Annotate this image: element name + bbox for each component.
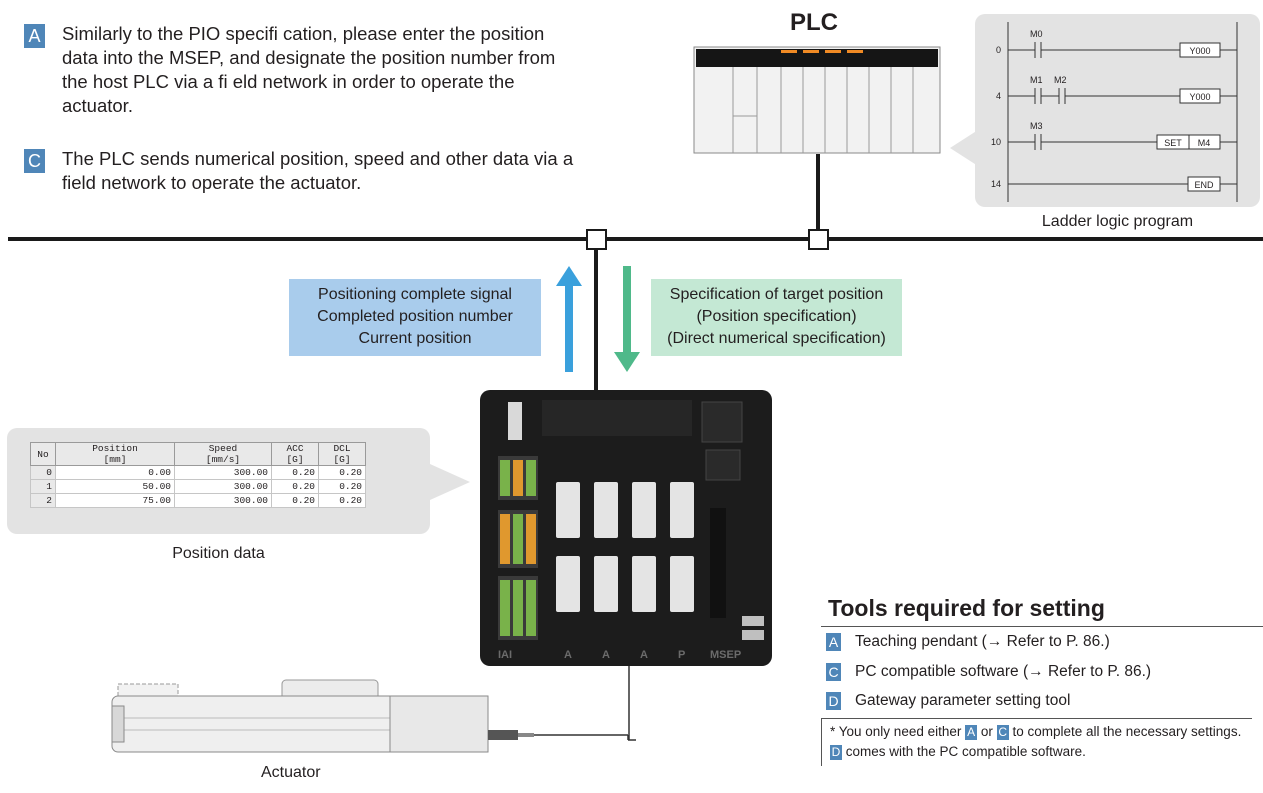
controller-illustration: IAI A A A P MSEP — [480, 390, 772, 666]
command-signal-2: (Position specification) — [696, 308, 857, 325]
tool-item-gateway-tool: D Gateway parameter setting tool — [826, 692, 1070, 710]
table-row: 1 50.00 300.00 0.20 0.20 — [30, 479, 366, 494]
status-signal-2: Completed position number — [317, 308, 513, 325]
ladder-diagram: 0 M0 Y000 4 M1 M2 Y000 10 M3 SET M4 14 E… — [991, 22, 1238, 202]
tool-item-label: PC compatible software (→ Refer to P. 86… — [855, 663, 1152, 680]
down-arrow-icon — [614, 266, 640, 372]
plc-illustration — [693, 46, 941, 154]
tools-title: Tools required for setting — [828, 595, 1105, 621]
controller-brand-logo: IAI — [498, 649, 512, 661]
col-position: Position[mm] — [55, 442, 175, 466]
col-no: No — [30, 442, 56, 466]
tool-item-pc-software: C PC compatible software (→ Refer to P. … — [826, 663, 1151, 681]
ladder-step-4: 4 — [996, 91, 1001, 101]
controller-slot-label-1: A — [564, 649, 572, 661]
up-arrow-icon — [556, 266, 582, 372]
position-data-caption: Position data — [172, 545, 265, 562]
footnote-badge-d: D — [830, 744, 842, 760]
ladder-operand-m4: M4 — [1198, 138, 1211, 148]
tool-badge-c: C — [826, 663, 841, 681]
ladder-instr-end: END — [1194, 180, 1214, 190]
controller-drop-line — [594, 240, 598, 390]
actuator-caption: Actuator — [261, 764, 321, 781]
tool-item-teaching-pendant: A Teaching pendant (→ Refer to P. 86.) — [826, 633, 1110, 651]
network-node-controller — [586, 229, 607, 250]
controller-slot-label-3: A — [640, 649, 648, 661]
ladder-coil-y000-2: Y000 — [1189, 92, 1210, 102]
tools-footnote: * You only need either A or C to complet… — [821, 718, 1252, 766]
network-node-plc — [808, 229, 829, 250]
note-c: C The PLC sends numerical position, spee… — [24, 147, 584, 195]
plc-drop-line — [816, 154, 820, 236]
ladder-contact-m0: M0 — [1030, 29, 1043, 39]
table-header-row: No Position[mm] Speed[mm/s] ACC[G] DCL[G… — [30, 442, 366, 466]
command-signals-box: Specification of target position (Positi… — [651, 279, 902, 356]
tool-badge-d: D — [826, 692, 841, 710]
tool-badge-a: A — [826, 633, 841, 651]
note-a: A Similarly to the PIO specifi cation, p… — [24, 22, 584, 118]
ladder-caption: Ladder logic program — [1041, 213, 1194, 230]
col-acc: ACC[G] — [271, 442, 319, 466]
controller-slot-label-2: A — [602, 649, 610, 661]
badge-a: A — [24, 24, 45, 48]
status-signal-1: Positioning complete signal — [318, 286, 512, 303]
ladder-contact-m2: M2 — [1054, 75, 1067, 85]
field-network-line — [8, 237, 1263, 241]
ladder-coil-y000: Y000 — [1189, 46, 1210, 56]
footnote-badge-c: C — [996, 724, 1009, 740]
command-signal-1: Specification of target position — [669, 286, 884, 303]
table-row: 2 75.00 300.00 0.20 0.20 — [30, 493, 366, 508]
ladder-step-14: 14 — [991, 179, 1001, 189]
status-signal-3: Current position — [358, 330, 472, 347]
col-dcl: DCL[G] — [318, 442, 366, 466]
ladder-instr-set: SET — [1164, 138, 1182, 148]
ladder-pointer — [950, 130, 978, 166]
ladder-contact-m3: M3 — [1030, 121, 1043, 131]
note-a-text: Similarly to the PIO specifi cation, ple… — [62, 23, 556, 116]
command-signal-3: (Direct numerical specification) — [667, 330, 886, 347]
col-speed: Speed[mm/s] — [174, 442, 272, 466]
status-signals-box: Positioning complete signal Completed po… — [289, 279, 541, 356]
controller-model-label: MSEP — [710, 649, 741, 661]
ladder-contact-m1: M1 — [1030, 75, 1043, 85]
badge-c: C — [24, 149, 45, 173]
table-row: 0 0.00 300.00 0.20 0.20 — [30, 465, 366, 480]
controller-slot-label-4: P — [678, 649, 685, 661]
footnote-badge-a: A — [965, 724, 978, 740]
actuator-illustration — [111, 666, 636, 753]
tool-item-label: Gateway parameter setting tool — [855, 692, 1071, 709]
position-data-pointer — [430, 464, 470, 500]
ladder-step-0: 0 — [996, 45, 1001, 55]
plc-title: PLC — [790, 9, 838, 36]
note-c-text: The PLC sends numerical position, speed … — [62, 148, 574, 193]
tool-item-label: Teaching pendant (→ Refer to P. 86.) — [855, 633, 1110, 650]
ladder-step-10: 10 — [991, 137, 1001, 147]
tools-divider — [821, 626, 1263, 627]
position-data-table: No Position[mm] Speed[mm/s] ACC[G] DCL[G… — [30, 442, 366, 508]
